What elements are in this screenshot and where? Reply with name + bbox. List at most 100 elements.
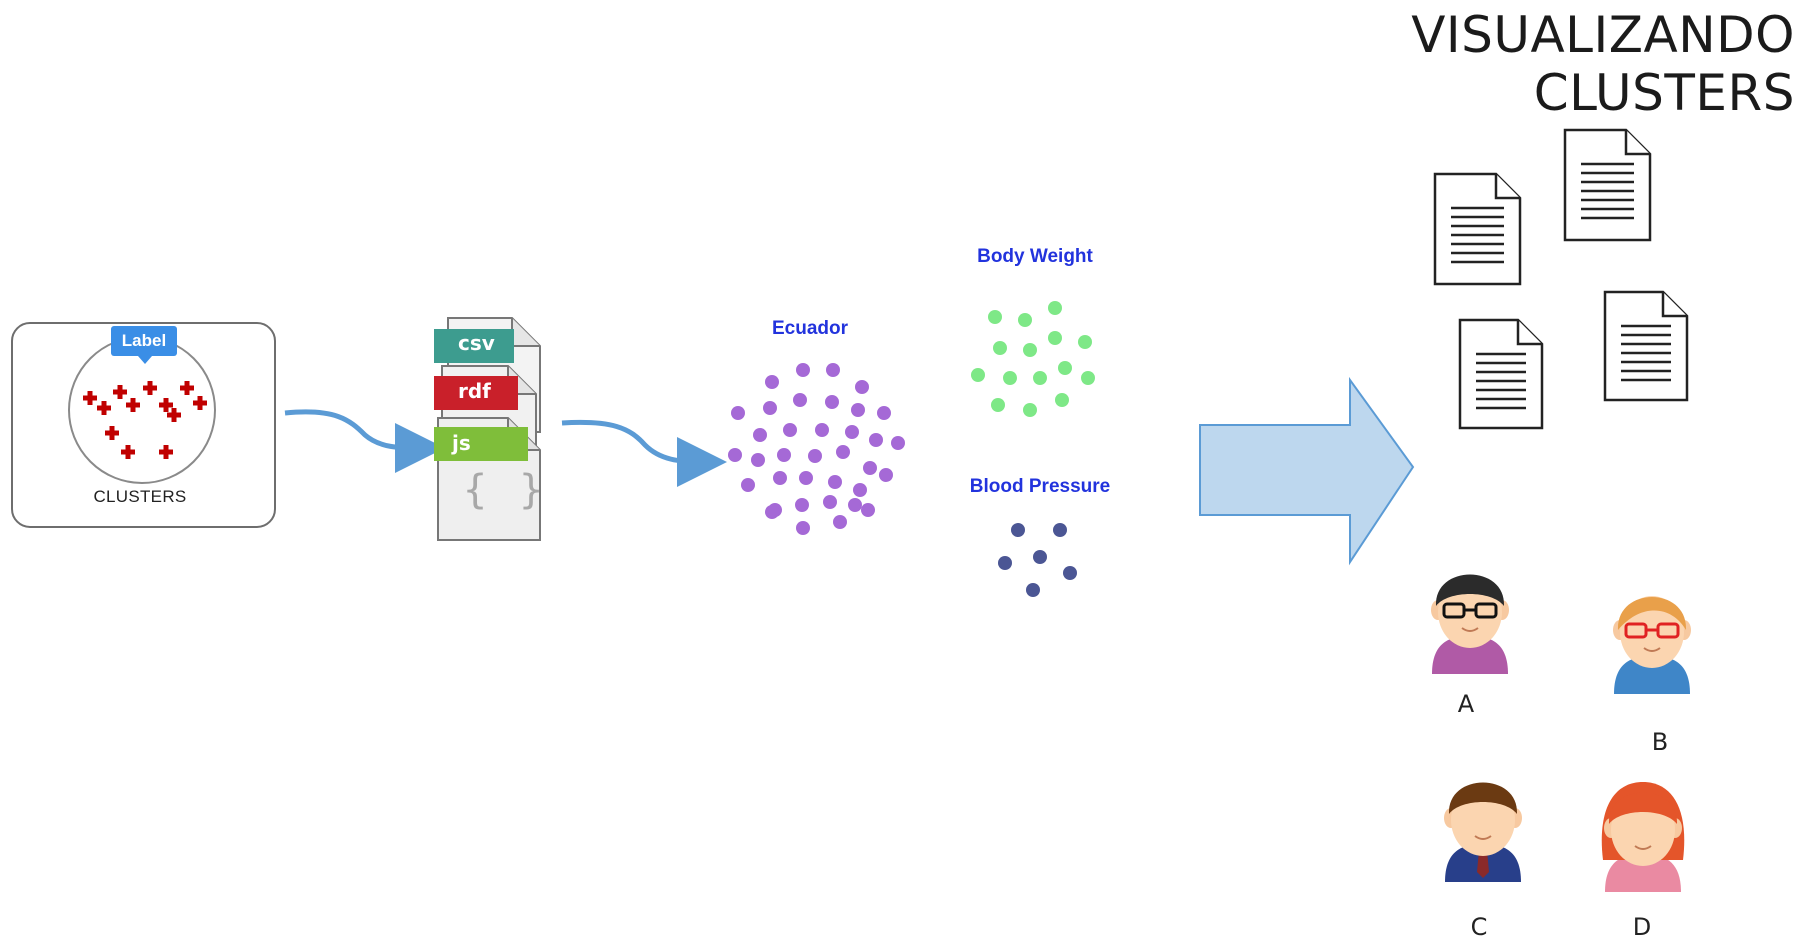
cluster-dot xyxy=(988,310,1002,324)
cluster-marker xyxy=(97,401,111,415)
csv-label: csv xyxy=(458,331,495,355)
cluster-dot xyxy=(741,478,755,492)
js-tab xyxy=(434,427,528,461)
person-avatar xyxy=(1444,782,1522,882)
label-badge: Label xyxy=(111,326,177,364)
cluster-markers xyxy=(83,381,207,459)
cluster-ecuador-dots xyxy=(728,363,905,535)
cluster-marker xyxy=(126,398,140,412)
cluster-dot xyxy=(877,406,891,420)
js-label: js xyxy=(452,431,471,455)
cluster-dot xyxy=(753,428,767,442)
cluster-dot xyxy=(855,380,869,394)
cluster-dot xyxy=(796,521,810,535)
rdf-tab xyxy=(434,376,518,410)
cluster-dot xyxy=(825,395,839,409)
cluster-marker xyxy=(180,381,194,395)
cluster-dot xyxy=(765,505,779,519)
cluster-blood-pressure-dots xyxy=(998,523,1077,597)
cluster-dot xyxy=(971,368,985,382)
cluster-dot xyxy=(993,341,1007,355)
cluster-label-ecuador: Ecuador xyxy=(771,318,849,339)
flow-arrow-2 xyxy=(561,419,727,487)
cluster-dot xyxy=(869,433,883,447)
person-label-c: C xyxy=(1470,913,1488,941)
cluster-dot xyxy=(728,448,742,462)
cluster-dot xyxy=(1063,566,1077,580)
cluster-dot xyxy=(848,498,862,512)
person-label-b: B xyxy=(1651,728,1669,756)
person-label-d: D xyxy=(1632,913,1652,941)
cluster-marker xyxy=(159,398,173,412)
cluster-dot xyxy=(826,363,840,377)
cluster-dot xyxy=(815,423,829,437)
cluster-dot xyxy=(1048,301,1062,315)
source-clusters-box xyxy=(11,322,276,528)
document-icon xyxy=(1563,128,1652,242)
cluster-dot xyxy=(777,448,791,462)
cluster-dot xyxy=(1078,335,1092,349)
person-avatar xyxy=(1613,596,1691,694)
cluster-marker xyxy=(83,391,97,405)
cluster-dot xyxy=(891,436,905,450)
cluster-dot xyxy=(845,425,859,439)
cluster-dot xyxy=(1055,393,1069,407)
csv-tab xyxy=(434,329,514,363)
cluster-dot xyxy=(1023,343,1037,357)
cluster-dot xyxy=(1048,331,1062,345)
cluster-dot xyxy=(836,445,850,459)
cluster-label-blood-pressure: Blood Pressure xyxy=(969,476,1111,497)
cluster-dot xyxy=(793,393,807,407)
cluster-dot xyxy=(823,495,837,509)
document-icon xyxy=(1458,318,1544,430)
file-stack-icon xyxy=(434,317,541,541)
big-right-arrow xyxy=(1199,376,1415,566)
cluster-dot xyxy=(763,401,777,415)
person-avatar xyxy=(1601,782,1685,892)
cluster-dot xyxy=(991,398,1005,412)
cluster-dot xyxy=(1033,550,1047,564)
cluster-dot xyxy=(783,423,797,437)
cluster-dot xyxy=(853,483,867,497)
document-icon xyxy=(1603,290,1689,402)
cluster-marker xyxy=(105,426,119,440)
cluster-body-weight-dots xyxy=(971,301,1095,417)
cluster-marker xyxy=(159,445,173,459)
cluster-dot xyxy=(998,556,1012,570)
cluster-dot xyxy=(828,475,842,489)
cluster-marker xyxy=(113,385,127,399)
cluster-dot xyxy=(863,461,877,475)
cluster-dot xyxy=(795,498,809,512)
cluster-dot xyxy=(879,468,893,482)
braces-icon: { } xyxy=(463,467,548,513)
page-title: VISUALIZANDO CLUSTERS xyxy=(1411,6,1795,122)
person-label-a: A xyxy=(1457,690,1475,718)
cluster-dot xyxy=(1081,371,1095,385)
cluster-dot xyxy=(799,471,813,485)
cluster-marker xyxy=(167,408,181,422)
clusters-caption: CLUSTERS xyxy=(93,487,187,506)
person-avatar xyxy=(1431,574,1509,674)
cluster-label-body-weight: Body Weight xyxy=(977,246,1093,267)
cluster-dot xyxy=(751,453,765,467)
cluster-dot xyxy=(765,375,779,389)
cluster-dot xyxy=(851,403,865,417)
cluster-dot xyxy=(1026,583,1040,597)
cluster-dot xyxy=(731,406,745,420)
cluster-dot xyxy=(833,515,847,529)
cluster-dot xyxy=(796,363,810,377)
cluster-dot xyxy=(1058,361,1072,375)
cluster-marker xyxy=(143,381,157,395)
cluster-dot xyxy=(861,503,875,517)
cluster-marker xyxy=(193,396,207,410)
cluster-dot xyxy=(1053,523,1067,537)
cluster-marker xyxy=(121,445,135,459)
document-icon xyxy=(1433,172,1522,286)
cluster-dot xyxy=(1018,313,1032,327)
cluster-dot xyxy=(1011,523,1025,537)
cluster-dot xyxy=(1023,403,1037,417)
cluster-dot xyxy=(1033,371,1047,385)
flow-arrow-1 xyxy=(284,409,445,473)
cluster-dot xyxy=(808,449,822,463)
